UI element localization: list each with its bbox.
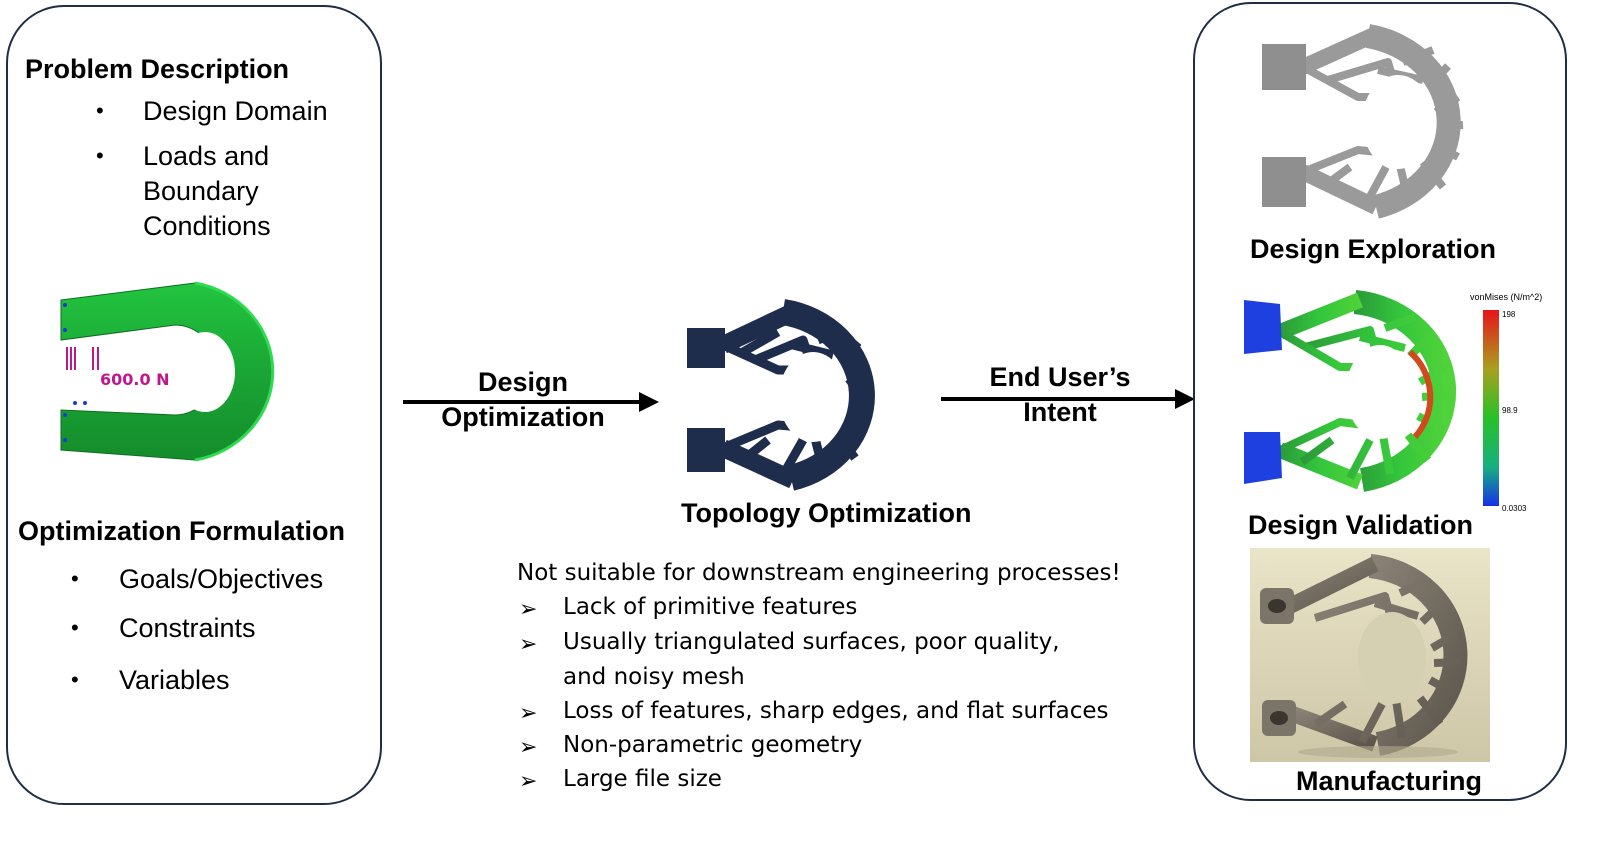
note-item-1: Lack of primitive features bbox=[563, 594, 858, 620]
arrowhead-bullet-icon: ➢ bbox=[519, 596, 538, 621]
stress-legend-mid: 98.9 bbox=[1502, 406, 1518, 415]
note-item-3: Loss of features, sharp edges, and flat … bbox=[563, 698, 1109, 724]
topology-optimization-caption: Topology Optimization bbox=[681, 498, 972, 528]
problem-item-loads: Loads and Boundary Conditions bbox=[143, 141, 271, 241]
notes-title: Not suitable for downstream engineering … bbox=[517, 560, 1121, 586]
end-user-intent-label: End User’s Intent bbox=[989, 362, 1131, 427]
design-optimization-arrow bbox=[403, 392, 659, 412]
bullet-icon: • bbox=[71, 667, 79, 692]
arrowhead-bullet-icon: ➢ bbox=[519, 700, 538, 725]
note-item-5: Large file size bbox=[563, 766, 722, 792]
topology-optimization-image bbox=[687, 299, 875, 491]
problem-item-design-domain: Design Domain bbox=[143, 96, 328, 126]
design-exploration-caption: Design Exploration bbox=[1250, 234, 1497, 264]
stress-legend-min: 0.0303 bbox=[1502, 504, 1527, 513]
formulation-item-constraints: Constraints bbox=[119, 613, 256, 643]
note-item-2: Usually triangulated surfaces, poor qual… bbox=[563, 629, 1060, 690]
problem-description-heading: Problem Description bbox=[25, 54, 290, 84]
note-item-4: Non-parametric geometry bbox=[563, 732, 863, 758]
manufacturing-caption: Manufacturing bbox=[1296, 766, 1482, 796]
bullet-icon: • bbox=[96, 143, 104, 168]
bullet-icon: • bbox=[71, 566, 79, 591]
end-user-intent-arrow bbox=[941, 389, 1195, 409]
stress-legend-title: vonMises (N/m^2) bbox=[1470, 292, 1543, 302]
manufacturing-photo bbox=[1250, 548, 1490, 762]
arrowhead-bullet-icon: ➢ bbox=[519, 631, 538, 656]
design-optimization-label: Design Optimization bbox=[441, 367, 605, 432]
formulation-item-goals: Goals/Objectives bbox=[119, 564, 324, 594]
bullet-icon: • bbox=[71, 615, 79, 640]
design-exploration-image bbox=[1262, 24, 1464, 219]
design-domain-image bbox=[60, 281, 275, 462]
optimization-formulation-heading: Optimization Formulation bbox=[18, 516, 345, 546]
design-validation-caption: Design Validation bbox=[1248, 510, 1474, 540]
arrowhead-bullet-icon: ➢ bbox=[519, 734, 538, 759]
formulation-item-variables: Variables bbox=[119, 665, 230, 695]
bullet-icon: • bbox=[96, 98, 104, 123]
arrowhead-bullet-icon: ➢ bbox=[519, 768, 538, 793]
stress-legend-max: 198 bbox=[1502, 310, 1516, 319]
design-validation-image bbox=[1244, 290, 1457, 492]
stress-legend-bar bbox=[1483, 310, 1499, 506]
load-label: 600.0 N bbox=[100, 370, 170, 389]
